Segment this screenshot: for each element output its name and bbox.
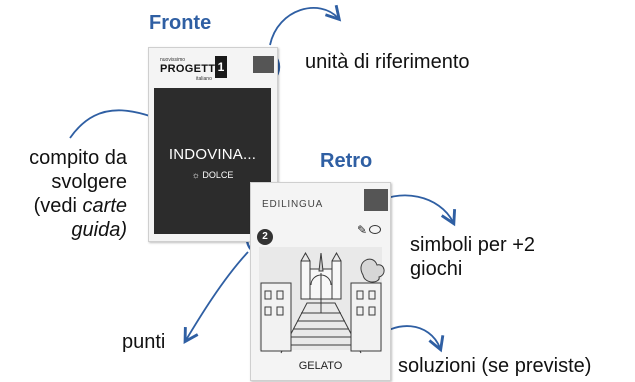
medal-icon: 2 (257, 229, 273, 245)
speech-bubbles-icon (369, 225, 381, 234)
book-icon (253, 56, 274, 73)
brand-title: PROGETTO (160, 63, 224, 75)
spanish-steps-illustration (259, 247, 385, 354)
symbols-label-line-2: giochi (410, 258, 463, 280)
task-label-line-3: (vedi carte (7, 194, 127, 218)
publisher-name: EDILINGUA (262, 199, 324, 210)
task-text: INDOVINA... (168, 146, 257, 163)
lightbulb-icon: ☼ (191, 170, 200, 180)
task-label-carte: carte (82, 195, 127, 217)
task-label-guida: guida) (71, 219, 127, 241)
unit-arrow (269, 4, 342, 46)
book-icon (364, 189, 388, 211)
task-label-line-2: svolgere (51, 171, 127, 193)
solutions-label: soluzioni (se previste) (398, 355, 592, 377)
points-arrow (183, 251, 249, 345)
back-card: EDILINGUA 2 ✎ GELATO (250, 182, 391, 381)
unit-number-badge: 1 (215, 56, 227, 78)
task-label-line-1: compito da (29, 147, 127, 169)
difficulty-text: DOLCE (202, 170, 234, 180)
solution-text: GELATO (298, 360, 343, 372)
pencil-icon: ✎ (357, 223, 368, 237)
task-label-line-4: guida) (7, 218, 127, 242)
unit-label: unità di riferimento (305, 51, 470, 73)
back-header: Retro (320, 150, 373, 172)
difficulty-row: ☼ DOLCE (154, 170, 271, 180)
front-header: Fronte (149, 12, 212, 34)
points-label: punti (122, 331, 166, 353)
task-label-vedi: (vedi (33, 195, 83, 217)
symbols-label-line-1: simboli per +2 (410, 234, 536, 256)
symbols-label: simboli per +2 giochi (410, 233, 535, 281)
task-label: compito da svolgere (vedi carte guida) (7, 146, 127, 242)
brand-small-text: nuovissimo (160, 57, 186, 63)
brand-sub-text: italiano (196, 76, 212, 82)
